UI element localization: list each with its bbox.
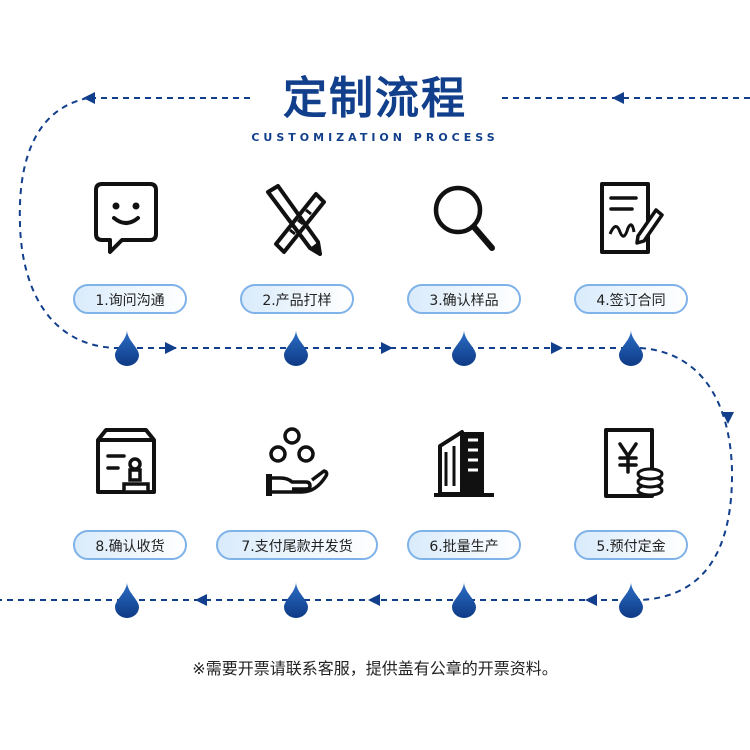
step-2-label: 2.产品打样 (240, 284, 354, 314)
step-8-label: 8.确认收货 (73, 530, 187, 560)
step-5-drop (619, 582, 643, 618)
step-6-drop (452, 582, 476, 618)
step-2-drop (284, 330, 308, 366)
arrow-top-right (612, 92, 624, 104)
hand-coins-icon (266, 427, 329, 496)
package-stamp-icon (96, 428, 156, 494)
step-3-drop (452, 330, 476, 366)
step-4-label: 4.签订合同 (574, 284, 688, 314)
factory-building-icon (434, 430, 494, 497)
step-6-label: 6.批量生产 (407, 530, 521, 560)
arrow-right-curve (722, 412, 734, 424)
chat-bubble-face-icon (94, 182, 158, 254)
step-4-drop (619, 330, 643, 366)
step-7-label: 7.支付尾款并发货 (216, 530, 378, 560)
magnifier-icon (433, 185, 495, 251)
arrow-row1-2 (381, 342, 393, 354)
left-top-curve (18, 97, 116, 349)
arrow-row1-1 (165, 342, 177, 354)
page-title: 定制流程 (283, 73, 467, 124)
step-8-drop (115, 582, 139, 618)
right-curve (639, 347, 734, 601)
arrow-top-left (83, 92, 95, 104)
step-5-label: 5.预付定金 (574, 530, 688, 560)
arrow-row1-3 (551, 342, 563, 354)
invoice-note: ※需要开票请联系客服，提供盖有公章的开票资料。 (192, 659, 558, 678)
arrow-row2-3 (195, 594, 207, 606)
arrow-row2-2 (368, 594, 380, 606)
contract-sign-icon (600, 182, 664, 254)
yen-bill-coins-icon (604, 428, 664, 498)
arrow-row2-1 (585, 594, 597, 606)
step-3-label: 3.确认样品 (407, 284, 521, 314)
step-7-drop (284, 582, 308, 618)
step-1-label: 1.询问沟通 (73, 284, 187, 314)
pencil-ruler-icon (266, 184, 326, 256)
step-1-drop (115, 330, 139, 366)
page-subtitle: CUSTOMIZATION PROCESS (251, 131, 499, 144)
